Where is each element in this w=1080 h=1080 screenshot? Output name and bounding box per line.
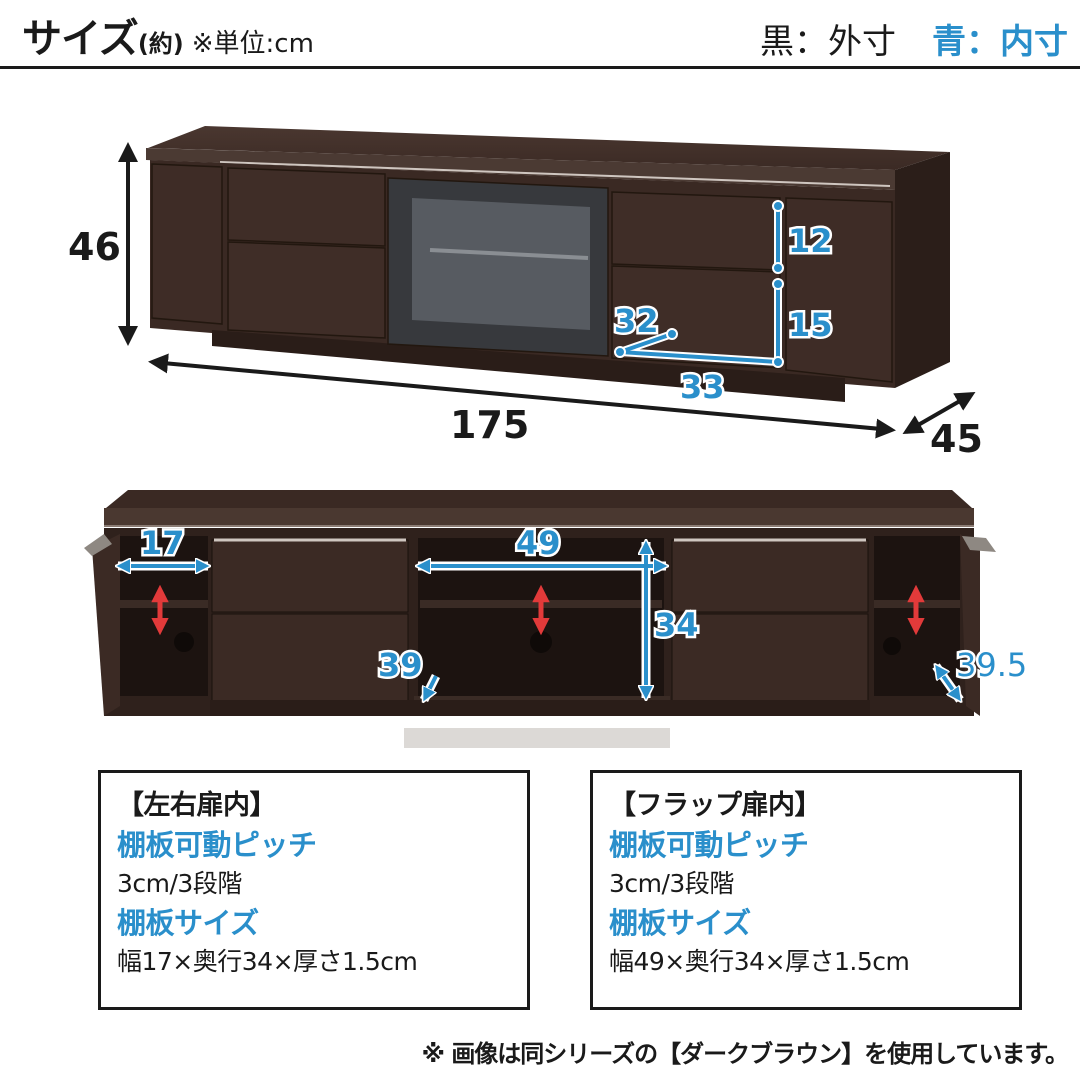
height-label: 46 (68, 225, 121, 269)
compartment-inner-dimensions: 17 49 34 39 39.5 (118, 522, 1030, 700)
pitch-label: 棚板可動ピッチ (117, 828, 317, 862)
drawer-width-label: 33 (680, 368, 725, 406)
shelf-adjust-arrows (151, 584, 925, 636)
legend-outer: 黒：外寸 (760, 22, 896, 62)
outer-dimensions: 46 175 45 (68, 142, 983, 461)
drawer-inner-dimensions: 12 15 32 33 (612, 200, 835, 409)
shelf-size-label: 棚板サイズ (117, 906, 259, 940)
flap-depth-label: 39 (378, 646, 423, 684)
side-width-label: 17 (140, 524, 185, 562)
shelf-size-value: 幅17×奥行34×厚さ1.5cm (117, 947, 418, 976)
center-depth-label: 34 (654, 606, 699, 644)
header-divider (0, 66, 1080, 69)
depth-label: 45 (930, 417, 983, 461)
title-text: サイズ (22, 16, 139, 62)
drawer-upper-height-label: 12 (788, 222, 833, 260)
width-label: 175 (450, 403, 529, 447)
furniture-diagram: 46 175 45 12 15 32 33 (68, 126, 1030, 748)
info-box-flap-door: 【フラップ扉内】 棚板可動ピッチ 3cm/3段階 棚板サイズ 幅49×奥行34×… (590, 770, 1022, 1010)
drawer-depth-label: 32 (614, 302, 659, 340)
info-box-side-doors: 【左右扉内】 棚板可動ピッチ 3cm/3段階 棚板サイズ 幅17×奥行34×厚さ… (98, 770, 530, 1010)
box-title: 【左右扉内】 (117, 790, 277, 821)
drawer-lower-height-label: 15 (788, 306, 833, 344)
unit-note: ※単位:cm (191, 29, 314, 59)
side-door-depth-label: 39.5 (956, 646, 1027, 684)
pitch-value: 3cm/3段階 (609, 869, 734, 898)
page-title: サイズ(約)※単位:cm (22, 6, 314, 64)
footnote: ※ 画像は同シリーズの【ダークブラウン】を使用しています。 (421, 1040, 1069, 1068)
legend-inner: 青：内寸 (932, 22, 1068, 62)
dimension-legend: 黒：外寸青：内寸 (760, 14, 1068, 63)
tv-board-perspective (146, 126, 950, 402)
shelf-size-label: 棚板サイズ (609, 906, 751, 940)
approx-note: (約) (137, 30, 184, 58)
pitch-value: 3cm/3段階 (117, 869, 242, 898)
pitch-label: 棚板可動ピッチ (609, 828, 809, 862)
shelf-size-value: 幅49×奥行34×厚さ1.5cm (609, 947, 910, 976)
box-title: 【フラップ扉内】 (609, 790, 822, 821)
center-width-label: 49 (516, 524, 561, 562)
